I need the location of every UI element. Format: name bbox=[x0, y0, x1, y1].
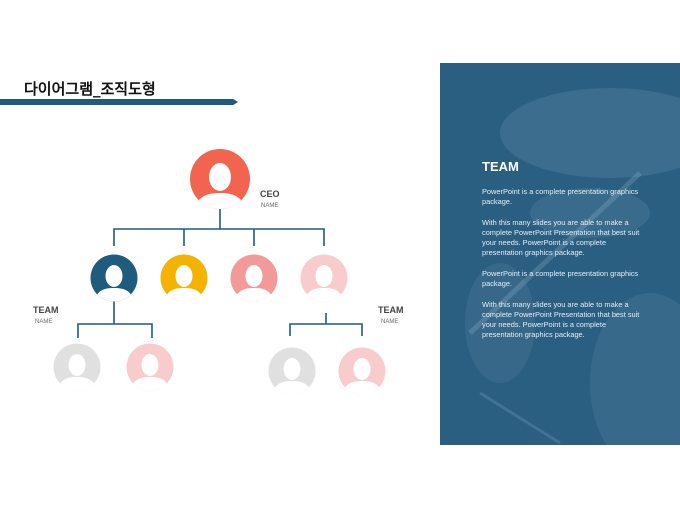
sub-avatar-4 bbox=[338, 347, 386, 395]
member-avatar-2 bbox=[160, 254, 208, 302]
panel-paragraph-1: PowerPoint is a complete presentation gr… bbox=[482, 187, 639, 206]
panel-background-image bbox=[440, 63, 680, 445]
page-title: 다이어그램_조직도형 bbox=[24, 80, 156, 98]
panel-paragraph-2: With this many slides you are able to ma… bbox=[482, 218, 640, 257]
panel-paragraph-3: PowerPoint is a complete presentation gr… bbox=[482, 269, 639, 288]
team-left-label: TEAM bbox=[33, 305, 59, 315]
team-right-label: TEAM bbox=[378, 305, 404, 315]
title-underline-bar bbox=[0, 99, 238, 105]
sub-avatar-3 bbox=[268, 347, 316, 395]
info-panel: TEAM PowerPoint is a complete presentati… bbox=[440, 63, 680, 445]
member-avatar-3 bbox=[230, 254, 278, 302]
team-right-name-label: NAME bbox=[381, 319, 398, 325]
panel-heading: TEAM bbox=[482, 159, 519, 174]
ceo-avatar bbox=[190, 149, 250, 209]
connector-lines bbox=[77, 209, 363, 338]
ceo-label: CEO bbox=[260, 189, 280, 199]
org-chart: CEO NAME TEAM NAME TEAM NAME bbox=[33, 149, 404, 395]
team-left-name-label: NAME bbox=[35, 319, 52, 325]
ceo-name-label: NAME bbox=[261, 203, 278, 209]
panel-paragraph-4: With this many slides you are able to ma… bbox=[482, 300, 640, 339]
member-avatar-1 bbox=[90, 254, 138, 302]
sub-avatar-2 bbox=[126, 343, 174, 391]
person-icon bbox=[194, 163, 246, 209]
panel-body: PowerPoint is a complete presentation gr… bbox=[482, 187, 642, 351]
member-avatar-4 bbox=[300, 254, 348, 302]
sub-avatar-1 bbox=[53, 343, 101, 391]
